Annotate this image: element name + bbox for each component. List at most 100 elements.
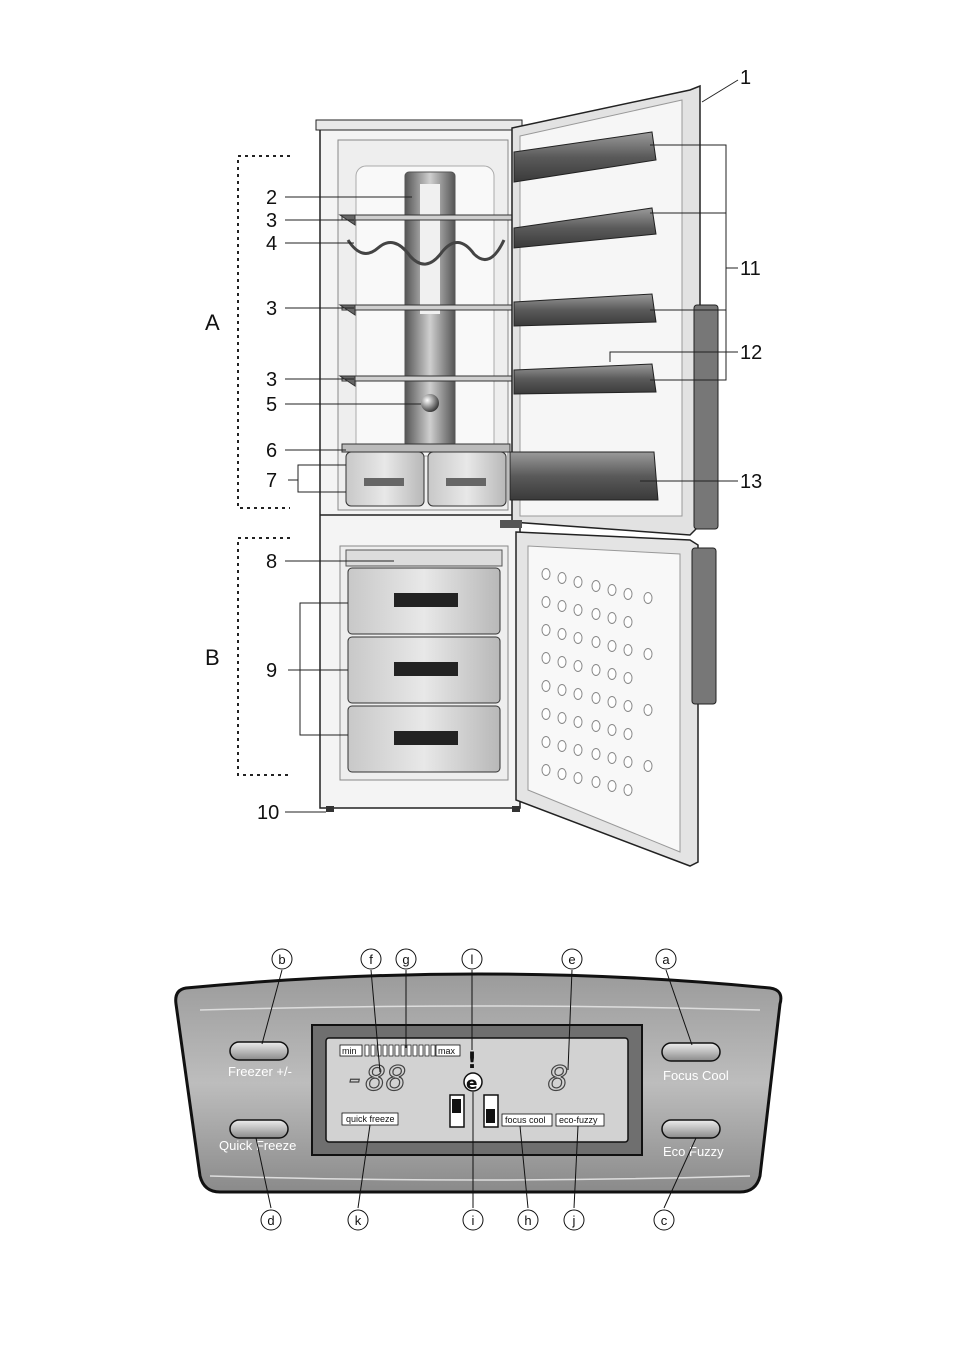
door-dimple: [542, 681, 550, 692]
lcd-focus-cool: focus cool: [505, 1115, 546, 1125]
fridge-illustration: 1 2 3 4 3 3 5 6 7 8 9 10 11 12 13 A B: [205, 67, 762, 866]
fridge-top: [316, 120, 522, 130]
door-dimple: [624, 785, 632, 796]
label-b: b: [278, 952, 285, 967]
level-segment: [419, 1045, 423, 1056]
door-dimple: [574, 605, 582, 616]
eco-fuzzy-button[interactable]: [662, 1120, 720, 1138]
door-dimple: [558, 769, 566, 780]
bottle-balcony: [510, 452, 658, 500]
door-dimple: [624, 729, 632, 740]
door-dimple: [592, 637, 600, 648]
door-dimple: [608, 753, 616, 764]
quick-freeze-button[interactable]: [230, 1120, 288, 1138]
lcd-max-label: max: [438, 1046, 456, 1056]
freezer-temp-digits: -88: [345, 1059, 406, 1099]
crisper-cover: [342, 444, 510, 452]
door-dimple: [558, 741, 566, 752]
door-dimple: [574, 633, 582, 644]
door-dimple: [608, 669, 616, 680]
door-dimple: [574, 577, 582, 588]
control-panel: min max -88 8 ! e quick freeze focus coo…: [176, 974, 781, 1192]
label-g: g: [402, 952, 409, 967]
freezer-button[interactable]: [230, 1042, 288, 1060]
door-dimple: [574, 661, 582, 672]
door-dimple: [542, 625, 550, 636]
section-a-bracket: [238, 156, 290, 508]
fridge-temp-digit: 8: [548, 1059, 568, 1099]
callout-7: 7: [266, 470, 277, 492]
door-dimple: [574, 745, 582, 756]
section-b-label: B: [205, 645, 220, 670]
callout-10: 10: [257, 802, 279, 824]
light-bulb: [421, 394, 439, 412]
door-dimple: [624, 701, 632, 712]
callout-6: 6: [266, 440, 277, 462]
door-dimple: [542, 653, 550, 664]
eco-icon: e: [466, 1074, 478, 1094]
door-dimple: [644, 593, 652, 604]
section-b-bracket: [238, 538, 290, 775]
callout-3c: 3: [266, 369, 277, 391]
level-segment: [401, 1045, 405, 1056]
fridge-handle: [694, 305, 718, 529]
lcd-min-label: min: [342, 1046, 357, 1056]
door-dimple: [624, 645, 632, 656]
door-dimple: [644, 761, 652, 772]
door-dimple: [608, 781, 616, 792]
label-h: h: [524, 1213, 531, 1228]
callout-8: 8: [266, 551, 277, 573]
callout-9: 9: [266, 660, 277, 682]
label-e: e: [568, 952, 575, 967]
level-segment: [383, 1045, 387, 1056]
door-dimple: [592, 609, 600, 620]
callout-13: 13: [740, 471, 762, 493]
freezer-handle: [692, 548, 716, 704]
door-dimple: [592, 721, 600, 732]
door-dimple: [558, 601, 566, 612]
label-f: f: [369, 952, 373, 967]
warning-icon: !: [467, 1049, 477, 1074]
door-dimple: [542, 709, 550, 720]
freezer-drawers: [348, 568, 500, 772]
label-a: a: [662, 952, 670, 967]
door-dimple: [624, 757, 632, 768]
level-segment: [407, 1045, 411, 1056]
door-dimple: [644, 705, 652, 716]
level-segment: [395, 1045, 399, 1056]
door-dimple: [608, 641, 616, 652]
door-dimple: [574, 773, 582, 784]
level-segment: [431, 1045, 435, 1056]
callout-2: 2: [266, 187, 277, 209]
door-dimple: [574, 689, 582, 700]
label-c: c: [661, 1213, 668, 1228]
door-dimple: [542, 597, 550, 608]
door-dimple: [592, 777, 600, 788]
label-l: l: [471, 952, 474, 967]
level-segment: [365, 1045, 369, 1056]
callout-1: 1: [740, 67, 751, 89]
door-dimple: [558, 713, 566, 724]
label-k: k: [355, 1213, 362, 1228]
level-segment: [371, 1045, 375, 1056]
door-dimple: [608, 697, 616, 708]
door-dimple: [592, 693, 600, 704]
lcd-quick-freeze: quick freeze: [346, 1114, 395, 1124]
level-segment: [413, 1045, 417, 1056]
door-dimple: [542, 737, 550, 748]
door-dimple: [608, 725, 616, 736]
door-dimple: [574, 717, 582, 728]
label-j: j: [572, 1213, 576, 1228]
door-dimple: [608, 613, 616, 624]
lcd-eco-fuzzy: eco-fuzzy: [559, 1115, 598, 1125]
door-dimple: [592, 665, 600, 676]
callout-12: 12: [740, 342, 762, 364]
callout-11: 11: [740, 258, 761, 280]
door-dimple: [558, 573, 566, 584]
focus-cool-button-label: Focus Cool: [663, 1068, 729, 1083]
freezer-flap: [346, 550, 502, 566]
focus-cool-button[interactable]: [662, 1043, 720, 1061]
door-dimple: [542, 765, 550, 776]
level-segment: [425, 1045, 429, 1056]
